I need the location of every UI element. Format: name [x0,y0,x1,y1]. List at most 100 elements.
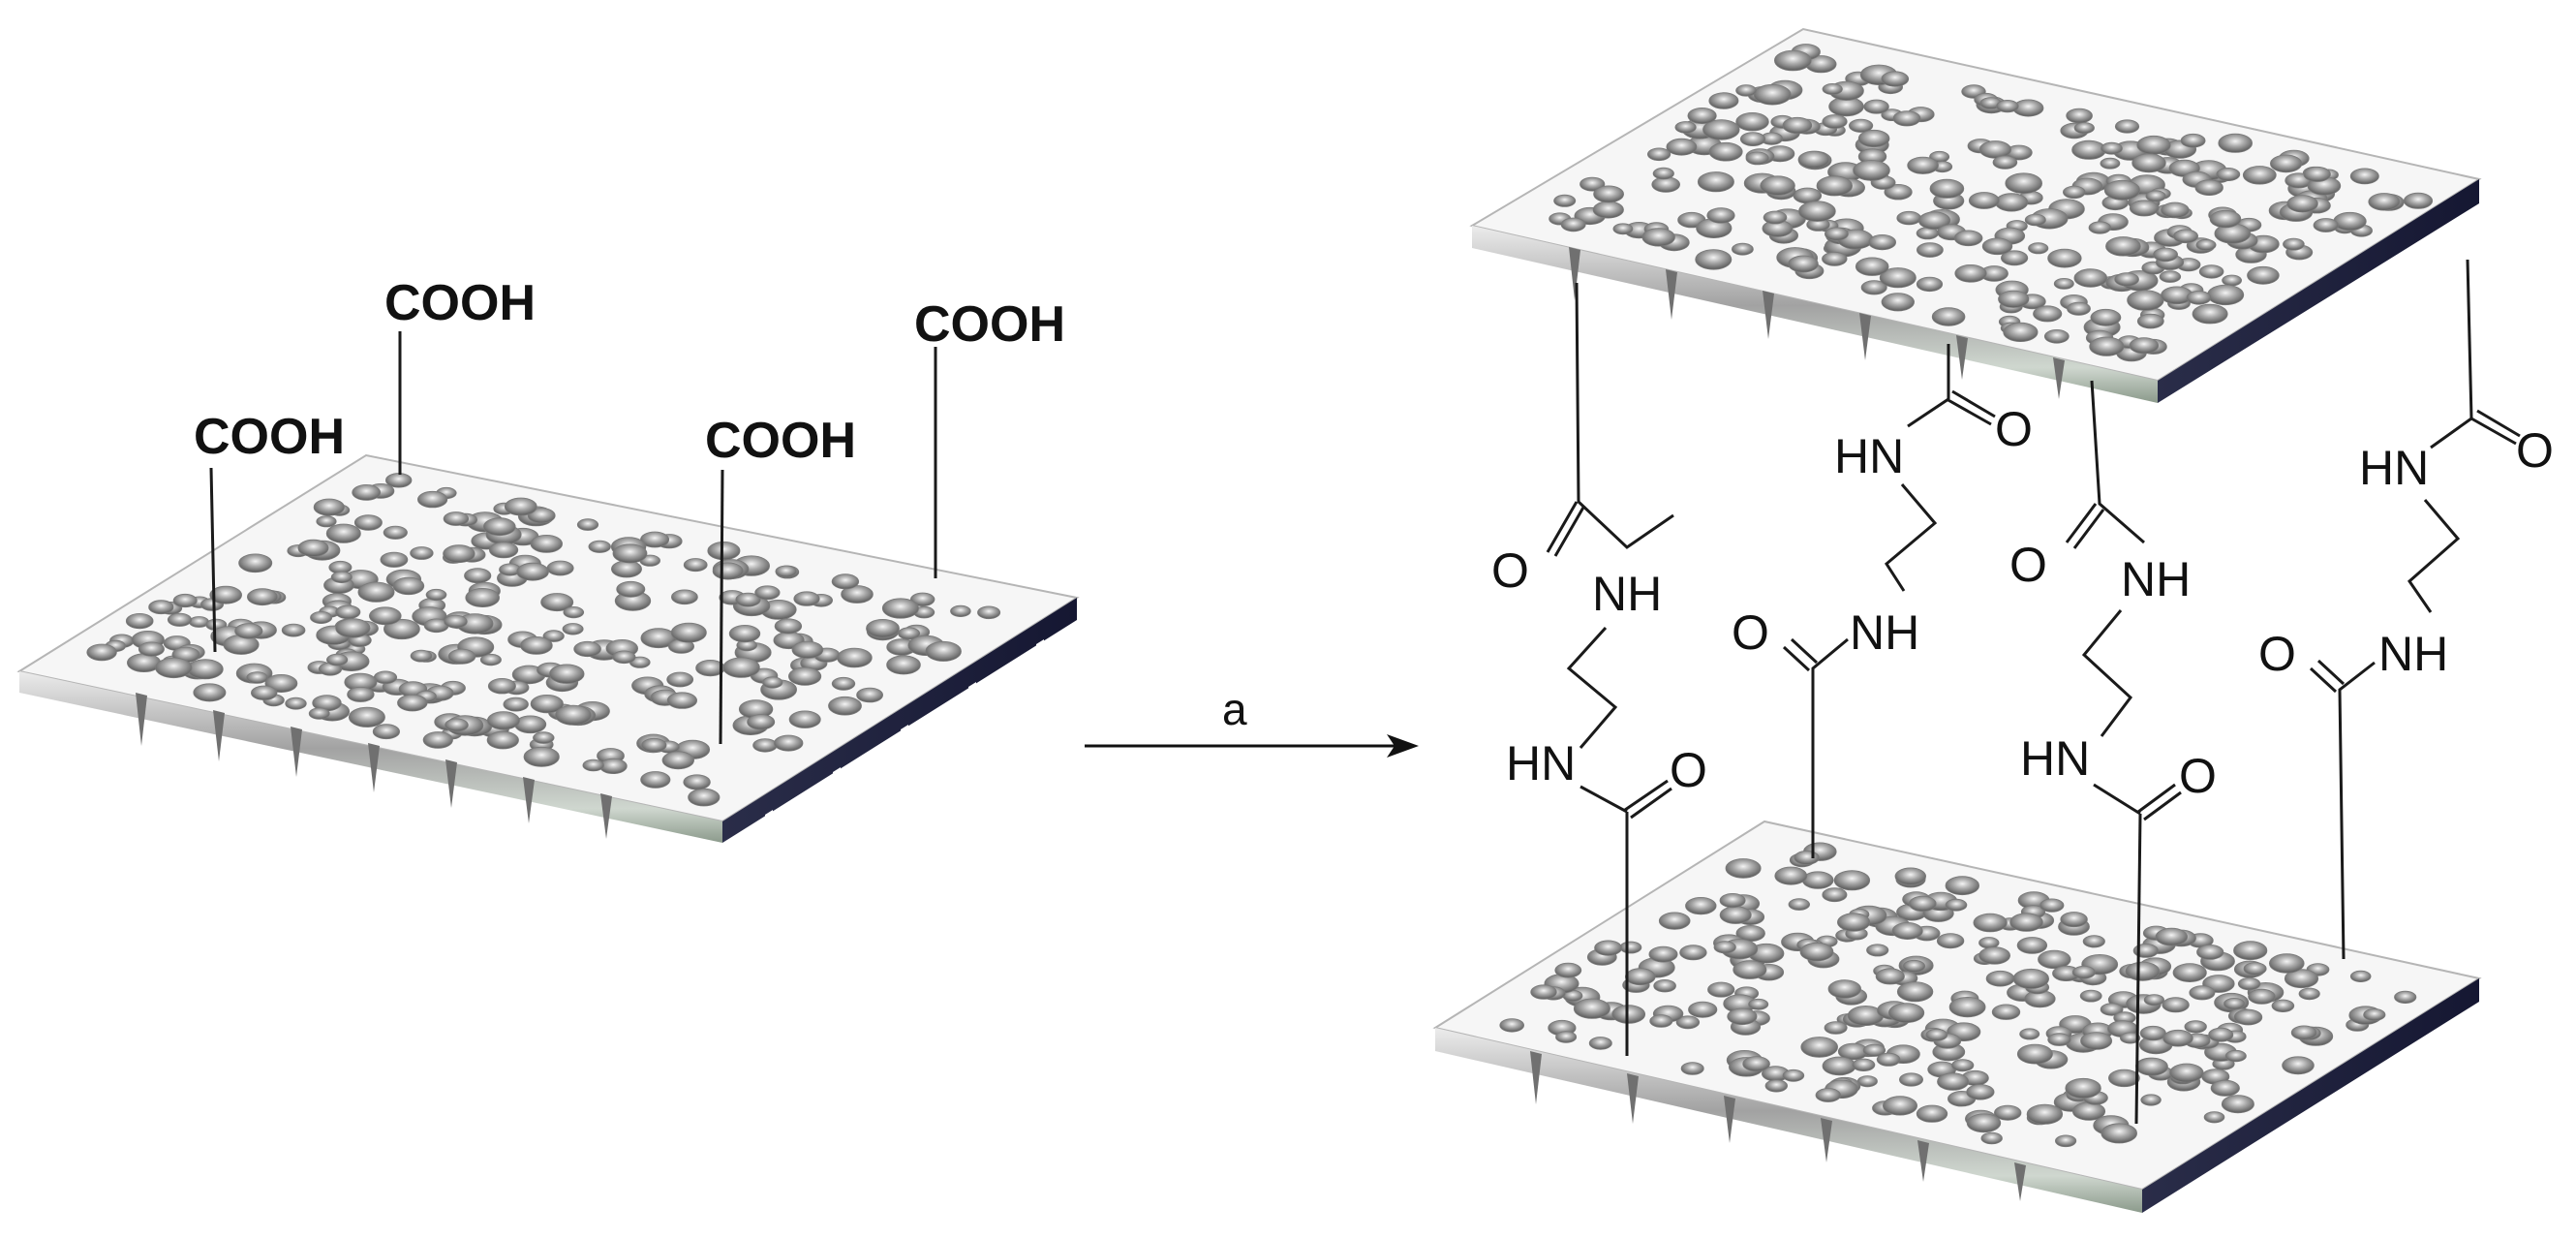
surface-pit [2107,1069,2140,1088]
surface-pit [1708,141,1743,162]
surface-pit [1612,223,1634,235]
surface-pit [1995,193,2029,212]
surface-pit [465,588,501,608]
surface-pit [246,588,278,606]
surface-pit [856,687,883,703]
surface-pit [1782,116,1813,135]
surface-pit [2233,1008,2263,1026]
surface-pit [523,746,560,767]
surface-pit [308,707,330,720]
surface-pit [138,641,165,657]
surface-pit [2221,1095,2254,1114]
surface-pit [2207,284,2245,306]
graphene-sheet-bottom [1432,820,2482,1213]
surface-pit [611,560,643,578]
surface-pit [1833,870,1871,891]
surface-pit [2349,168,2379,185]
surface-pit [1685,896,1717,915]
surface-pit [2172,229,2198,244]
surface-pit [1968,192,2000,209]
surface-pit [1860,280,1887,295]
surface-pit [2203,1111,2225,1124]
surface-pit [2184,1020,2207,1034]
surface-pit [2192,303,2228,325]
surface-pit [1849,118,1874,133]
surface-pit [1745,151,1769,166]
surface-pit [2055,1134,2077,1148]
reaction-arrow: a [1085,684,1419,758]
arrow-label: a [1222,684,1247,734]
linker1-oxygen-bottom: O [1670,743,1707,797]
surface-pit [2290,1025,2317,1040]
surface-pit [1742,1056,1770,1072]
surface-pit [1499,1018,1524,1033]
surface-pit [1530,984,1557,1000]
linker2-oxygen-top: O [1995,402,2033,456]
surface-pit [380,551,409,568]
surface-pit [2089,336,2125,356]
surface-pit [357,581,395,603]
surface-pit [2038,949,2071,970]
surface-pit [516,562,549,581]
surface-pit [425,588,447,602]
surface-pit [1641,228,1675,247]
surface-pit [1916,276,1944,293]
surface-pit [2143,994,2164,1007]
surface-pit [488,542,519,559]
surface-pit [2019,1028,2040,1040]
amide-linker-1: O NH HN O [1491,282,1707,1056]
surface-pit [1800,1037,1838,1058]
surface-pit [1863,99,1889,114]
surface-pit [1592,201,1624,219]
surface-pit [1708,92,1739,109]
surface-pit [762,676,783,689]
surface-pit [313,498,345,516]
surface-pit [1679,945,1707,961]
surface-pit [1653,979,1676,993]
surface-pit [2194,179,2223,197]
surface-pit [683,774,711,790]
surface-pit [2053,277,2074,290]
surface-pit [445,718,469,732]
surface-pit [1837,913,1871,932]
cooh-group-3: COOH [705,413,856,745]
surface-pit [479,653,502,666]
surface-pit [1891,922,1923,941]
surface-pit [1991,1004,2021,1020]
surface-pit [2100,157,2121,170]
surface-pit [1936,933,1965,949]
surface-pit [1822,1056,1856,1076]
surface-pit [368,606,402,626]
surface-pit [234,623,263,639]
surface-pit [837,647,873,668]
surface-pit [775,565,797,578]
surface-pit [1825,227,1849,241]
surface-pit [1706,207,1735,224]
surface-pit [2243,962,2267,976]
surface-pit [416,490,448,509]
surface-pit [1945,898,1968,912]
cooh-label-1: COOH [194,409,345,465]
surface-pit [2248,988,2276,1005]
surface-pit [670,622,707,643]
surface-pit [1774,866,1808,885]
amide-linker-4: O HN NH O [2258,259,2554,960]
cooh-group-1: COOH [194,409,345,653]
surface-pit [1993,1104,2022,1121]
surface-pit [1853,160,1890,181]
surface-pit [542,630,565,642]
surface-pit [1966,1113,2002,1133]
surface-pit [735,592,761,607]
surface-pit [2101,141,2123,155]
surface-pit [1881,293,1915,312]
surface-pit [1916,1104,1948,1123]
surface-pit [503,697,529,712]
surface-pit [612,650,636,665]
linker1-nh: NH [1592,567,1662,621]
surface-pit [774,618,803,635]
surface-pit [1822,251,1848,266]
surface-pit [2016,937,2048,954]
surface-pit [1588,1037,1612,1050]
linker4-nh: NH [2378,627,2448,681]
